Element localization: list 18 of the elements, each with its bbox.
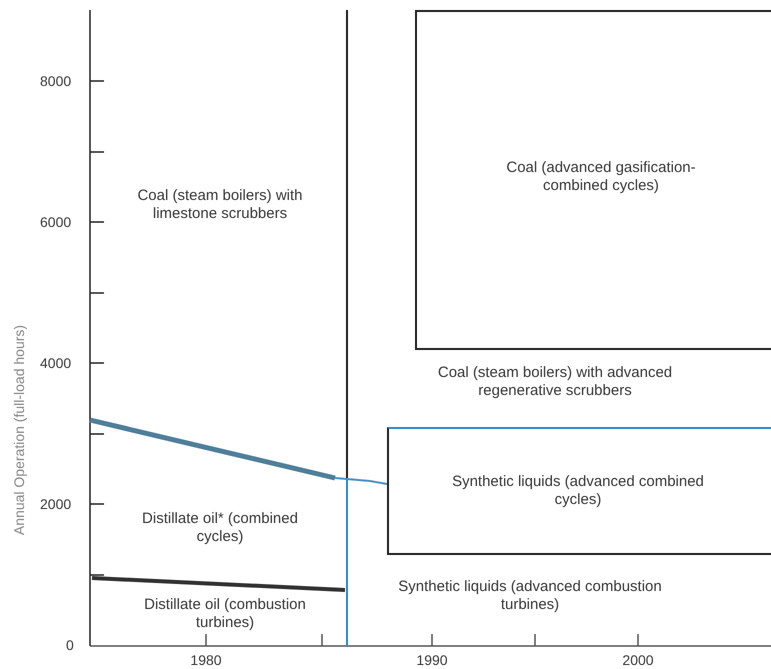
tick-label: 2000 (40, 496, 72, 512)
region-label: Synthetic liquids (advanced combined cycles) (451, 473, 705, 509)
tick-label: 8000 (40, 73, 72, 89)
region-label: Coal (steam boilers) with advanced regenerative scrubbers (436, 364, 674, 400)
tick-label: 6000 (40, 214, 72, 230)
region-box (415, 10, 771, 350)
tick-label: 2000 (621, 652, 655, 668)
region-label: Distillate oil* (combined cycles) (141, 510, 299, 546)
region-box (387, 427, 771, 555)
region-label: Coal (steam boilers) with limestone scrubbers (136, 187, 304, 223)
tick-label: 1980 (189, 652, 223, 668)
tick-label: 4000 (40, 355, 72, 371)
axis-title: Annual Operation (full-load hours) (11, 324, 27, 538)
tick-label: 1990 (415, 652, 449, 668)
region-label: Coal (advanced gasification-combined cycles) (505, 159, 697, 195)
region-label: Synthetic liquids (advanced combustion turbines) (397, 578, 663, 614)
tick-label: 0 (66, 637, 74, 653)
region-label: Distillate oil (combustion turbines) (143, 596, 307, 632)
